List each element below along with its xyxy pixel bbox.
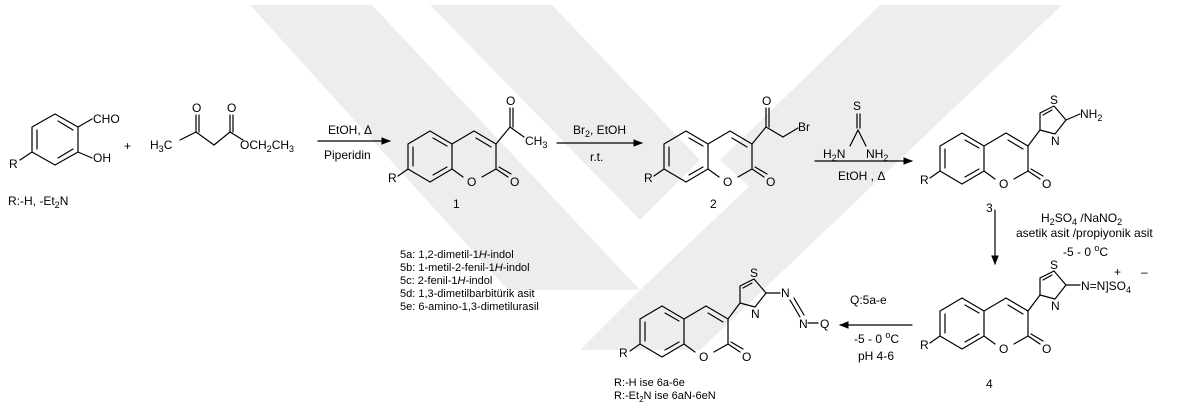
r-options-label: R:-H, -Et2N xyxy=(8,194,68,210)
step5-ph: pH 4-6 xyxy=(858,349,894,363)
compound-6-sulfur-label: S xyxy=(750,266,758,280)
compound-3-number: 3 xyxy=(986,201,993,215)
ethoxy-label: OCH2CH3 xyxy=(240,138,294,154)
compound-6-carbonyl-oxygen: O xyxy=(742,350,751,364)
compound-6-q-label: Q xyxy=(820,317,829,331)
ethyl-acetoacetate-structure xyxy=(179,114,244,146)
step1-conditions-top: EtOH, Δ xyxy=(328,123,372,137)
watermark-logo xyxy=(250,5,1062,350)
legend-item-5e: 5e: 6-amino-1,3-dimetilurasil xyxy=(400,301,539,313)
compound-4-minus-charge: – xyxy=(1141,265,1148,279)
compound-1-r-label: R xyxy=(388,171,397,185)
legend-item-5b: 5b: 1-metil-2-fenil-1H-indol xyxy=(400,262,530,274)
note-line-2: R:-Et2N ise 6aN-6eN xyxy=(614,390,716,405)
coupling-component-legend: 5a: 1,2-dimetil-1H-indol 5b: 1-metil-2-f… xyxy=(400,249,539,314)
salicylaldehyde-structure xyxy=(19,113,93,166)
compound-1-structure xyxy=(397,107,525,183)
compound-6-azo-nitrogen-1: N xyxy=(781,286,790,300)
compound-3-structure xyxy=(929,105,1081,185)
thiourea-nh2-label: NH2 xyxy=(866,147,888,163)
compound-4-ring-oxygen: O xyxy=(999,342,1008,356)
legend-item-5d: 5d: 1,3-dimetilbarbitürik asit xyxy=(400,288,535,300)
compound-2-structure xyxy=(653,107,799,183)
compound-2-carbonyl-oxygen: O xyxy=(766,175,775,189)
step2-conditions-top: Br2, EtOH xyxy=(573,123,626,139)
r-label-reactant: R xyxy=(9,157,18,171)
compound-4-carbonyl-oxygen: O xyxy=(1042,342,1051,356)
keto-oxygen-label: O xyxy=(192,101,201,115)
compound-2-number: 2 xyxy=(710,197,717,211)
compound-4-r-label: R xyxy=(920,338,929,352)
compound-3-sulfur-label: S xyxy=(1050,93,1058,107)
compound-1-carbonyl-oxygen: O xyxy=(510,175,519,189)
compound-4-plus-charge: + xyxy=(1114,265,1121,279)
compound-4-sulfur-label: S xyxy=(1050,258,1058,272)
compound-4-number: 4 xyxy=(986,377,993,391)
h3c-label: H3C xyxy=(150,138,173,154)
compound-2-keto-oxygen: O xyxy=(762,94,771,108)
compound-6-r-label: R xyxy=(619,346,628,360)
step3-conditions-bottom: EtOH , Δ xyxy=(838,169,885,183)
oh-label: OH xyxy=(93,151,111,165)
step2-conditions-bottom: r.t. xyxy=(590,150,603,164)
compound-4-diazonium-label: N=N]SO4 xyxy=(1081,279,1131,295)
compound-2-bromine-label: Br xyxy=(798,120,810,134)
compound-1-methyl-label: CH3 xyxy=(525,134,547,150)
legend-item-5c: 5c: 2-fenil-1H-indol xyxy=(400,275,493,287)
thiourea-h2n-label: H2N xyxy=(823,147,845,163)
compound-4-nitrogen-label: N xyxy=(1051,299,1060,313)
step5-temperature: -5 - 0 oC xyxy=(854,330,899,346)
compound-1-ring-oxygen: O xyxy=(467,175,476,189)
cho-label: CHO xyxy=(93,112,120,126)
compound-6-nitrogen-label: N xyxy=(751,307,760,321)
compound-6-azo-nitrogen-2: N xyxy=(799,317,808,331)
compound-2-r-label: R xyxy=(644,171,653,185)
compound-4-structure xyxy=(929,270,1081,350)
product-series-note: R:-H ise 6a-6e R:-Et2N ise 6aN-6eN xyxy=(614,377,716,406)
step1-conditions-bottom: Piperidin xyxy=(324,148,371,162)
compound-3-r-label: R xyxy=(920,173,929,187)
compound-1-acetyl-oxygen: O xyxy=(506,94,515,108)
compound-6-ring-oxygen: O xyxy=(699,350,708,364)
compound-3-nitrogen-label: N xyxy=(1051,134,1060,148)
step5-reagent: Q:5a-e xyxy=(850,293,887,307)
compound-3-amine-label: NH2 xyxy=(1080,107,1102,123)
step4-conditions-line2: asetik asit /propiyonik asit xyxy=(1016,226,1153,240)
step4-conditions-line3: -5 - 0 oC xyxy=(1063,243,1108,259)
note-line-1: R:-H ise 6a-6e xyxy=(614,377,685,389)
thiourea-structure xyxy=(849,113,867,147)
ester-oxygen-label: O xyxy=(227,101,236,115)
compound-2-ring-oxygen: O xyxy=(723,175,732,189)
thiourea-sulfur-label: S xyxy=(853,99,861,113)
step4-conditions-line1: H2SO4 /NaNO2 xyxy=(1041,211,1122,227)
compound-3-ring-oxygen: O xyxy=(999,177,1008,191)
legend-item-5a: 5a: 1,2-dimetil-1H-indol xyxy=(400,249,514,261)
compound-1-number: 1 xyxy=(453,197,460,211)
plus-sign: + xyxy=(124,139,131,153)
compound-3-carbonyl-oxygen: O xyxy=(1042,177,1051,191)
compound-6-structure xyxy=(629,278,819,358)
